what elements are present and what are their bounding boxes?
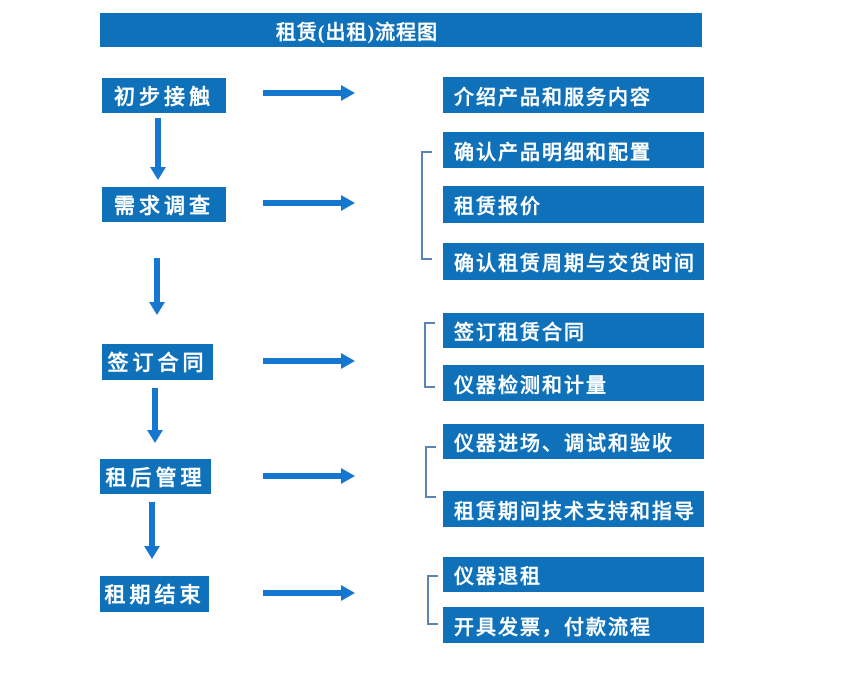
down-arrow-4 (144, 502, 160, 559)
detail-instrument-return: 仪器退租 (443, 557, 704, 592)
right-arrow-2 (263, 195, 355, 211)
right-arrow-1 (263, 85, 355, 101)
detail-label: 签订租赁合同 (454, 322, 586, 344)
detail-label: 租赁期间技术支持和指导 (454, 500, 696, 523)
detail-invoice-payment-process: 开具发票，付款流程 (443, 607, 704, 643)
arrow-head-icon (150, 167, 166, 180)
arrow-head-icon (144, 546, 160, 559)
detail-label: 仪器进场、调试和验收 (454, 433, 674, 455)
down-arrow-2 (149, 258, 165, 315)
step-lease-end: 租期结束 (100, 576, 209, 612)
right-arrow-3 (263, 353, 355, 369)
step-label: 签订合同 (107, 351, 208, 375)
arrow-shaft (154, 258, 160, 302)
group-bracket-sign-contract (424, 322, 435, 388)
detail-sign-rental-contract: 签订租赁合同 (443, 313, 704, 348)
step-initial-contact: 初步接触 (102, 78, 226, 113)
detail-label: 仪器检测和计量 (454, 374, 608, 397)
detail-label: 开具发票，付款流程 (454, 616, 652, 639)
down-arrow-3 (147, 388, 163, 443)
step-label: 租后管理 (105, 465, 206, 490)
detail-label: 租赁报价 (454, 196, 542, 218)
step-label: 初步接触 (114, 84, 214, 109)
group-bracket-post-rental (425, 446, 436, 498)
step-sign-contract: 签订合同 (102, 344, 213, 380)
arrow-shaft (263, 590, 341, 596)
detail-instrument-setup-acceptance: 仪器进场、调试和验收 (443, 424, 704, 459)
step-label: 需求调查 (114, 193, 214, 218)
detail-label: 仪器退租 (454, 566, 542, 588)
group-bracket-lease-end (427, 575, 438, 625)
arrow-head-icon (341, 353, 355, 369)
arrow-shaft (263, 90, 341, 96)
down-arrow-1 (150, 118, 166, 180)
arrow-shaft (263, 358, 341, 364)
detail-tech-support-guidance: 租赁期间技术支持和指导 (443, 491, 704, 527)
detail-rental-quote: 租赁报价 (443, 186, 704, 223)
title-bar: 租赁(出租)流程图 (100, 13, 702, 47)
group-bracket-demand-survey (421, 151, 432, 260)
detail-confirm-lease-period-delivery: 确认租赁周期与交货时间 (443, 243, 704, 280)
detail-label: 确认产品明细和配置 (454, 141, 652, 164)
arrow-shaft (155, 118, 161, 167)
right-arrow-4 (263, 468, 355, 484)
arrow-head-icon (147, 430, 163, 443)
detail-introduce-products-services: 介绍产品和服务内容 (443, 77, 704, 113)
detail-instrument-testing-calibration: 仪器检测和计量 (443, 365, 704, 401)
arrow-head-icon (149, 302, 165, 315)
step-post-rental-management: 租后管理 (100, 459, 211, 494)
detail-label: 介绍产品和服务内容 (454, 86, 652, 109)
arrow-shaft (263, 200, 341, 206)
arrow-shaft (263, 473, 341, 479)
arrow-head-icon (341, 585, 355, 601)
arrow-shaft (152, 388, 158, 430)
page-title: 租赁(出租)流程图 (275, 21, 439, 44)
step-label: 租期结束 (104, 583, 205, 607)
detail-label: 确认租赁周期与交货时间 (454, 253, 696, 275)
right-arrow-5 (263, 585, 355, 601)
step-demand-survey: 需求调查 (102, 187, 226, 222)
arrow-head-icon (341, 85, 355, 101)
arrow-head-icon (341, 195, 355, 211)
detail-confirm-product-specs: 确认产品明细和配置 (443, 132, 704, 168)
arrow-head-icon (341, 468, 355, 484)
arrow-shaft (149, 502, 155, 546)
